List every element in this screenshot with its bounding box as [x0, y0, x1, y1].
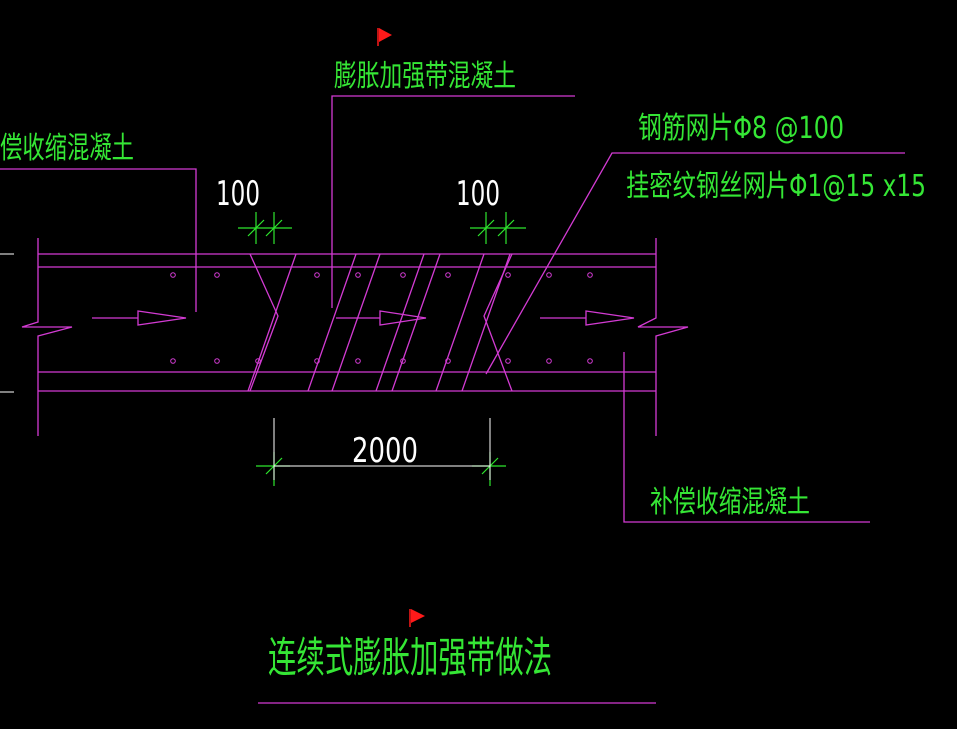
right-break-line [637, 238, 689, 436]
label-rebar-mesh: 钢筋网片Φ8 @100 [638, 111, 844, 146]
flow-arrow-middle [336, 310, 427, 326]
label-compensating-shrinkage-left: 偿收缩混凝土 [0, 131, 134, 166]
dim-label-2000: 2000 [352, 431, 418, 471]
dim-label-right-100: 100 [456, 174, 500, 214]
flow-arrow-right [540, 310, 635, 326]
drawing-title: 连续式膨胀加强带做法 [268, 633, 552, 682]
wire-mesh-left-v [249, 253, 279, 392]
flag-marker-title [409, 609, 425, 627]
rebar-dots-top [170, 272, 593, 278]
leader-left-concrete [0, 168, 197, 312]
rebar-dots-bottom [170, 358, 593, 364]
dim-label-left-100: 100 [216, 174, 260, 214]
label-compensating-shrinkage-right: 补偿收缩混凝土 [650, 485, 810, 520]
dim-tick-right-100 [470, 212, 526, 244]
label-expansion-band-concrete: 膨胀加强带混凝土 [334, 59, 516, 94]
leader-right-concrete [623, 352, 870, 523]
left-break-line [21, 238, 73, 436]
band-hatch [247, 253, 511, 392]
flag-marker-top [377, 28, 392, 46]
flow-arrow-left [92, 310, 187, 326]
label-wire-mesh: 挂密纹钢丝网片Φ1@15 x15 [626, 169, 926, 204]
leader-expansion-band [331, 95, 575, 308]
leader-meshes [485, 152, 905, 375]
dim-tick-left-100 [238, 212, 292, 244]
